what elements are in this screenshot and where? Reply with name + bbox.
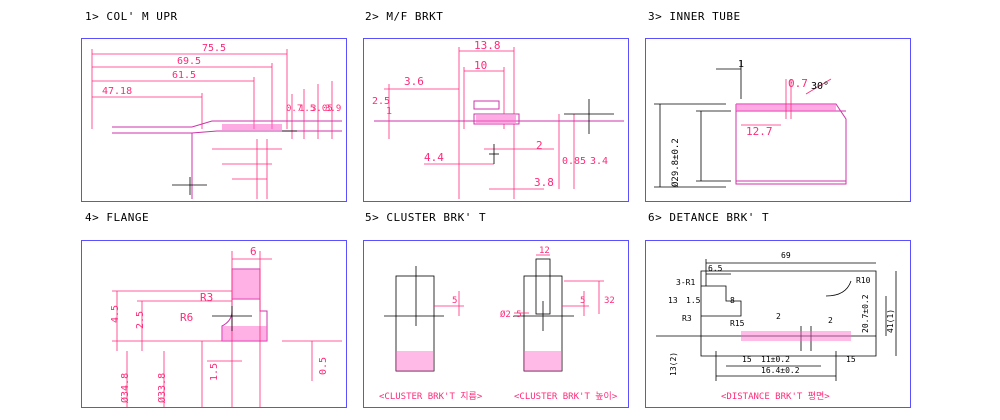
col-m-upr-drawing: 75.5 69.5 61.5 47.18 0.7 1.5 3.05 3.9 bbox=[91, 43, 342, 199]
dim-label: 3.9 bbox=[325, 104, 341, 114]
dim-label: 6.5 bbox=[708, 264, 723, 273]
dim-label: 3.05 bbox=[311, 104, 333, 114]
dim-label: R3 bbox=[200, 291, 213, 304]
drawing-panel-flange: 6 R3 R6 4.5 2.5 1.5 Ø34.8 Ø33.8 0.5 bbox=[81, 240, 347, 408]
dim-label: 69.5 bbox=[177, 56, 201, 67]
dim-label: 0.85 bbox=[562, 156, 586, 167]
dim-label: 13.8 bbox=[474, 39, 501, 52]
dim-label: 2 bbox=[828, 316, 833, 325]
dim-label: 20.7±0.2 bbox=[861, 294, 870, 333]
dim-label: Ø2.5 bbox=[500, 309, 522, 320]
dim-label: 0.7 bbox=[286, 104, 302, 114]
dim-label: 3.4 bbox=[590, 156, 608, 167]
dim-label: Ø34.8 bbox=[119, 373, 131, 403]
dim-label: 4.5 bbox=[110, 305, 121, 323]
dim-label: R15 bbox=[730, 319, 745, 328]
caption-cluster-diameter: <CLUSTER BRK'T 지름> bbox=[379, 391, 483, 402]
panel-title-col-m-upr: 1> COL' M UPR bbox=[85, 10, 178, 23]
dim-label: 1.5 bbox=[299, 104, 315, 114]
dim-label: 3-R1 bbox=[676, 278, 695, 287]
dim-label: 41(1) bbox=[886, 309, 895, 333]
dim-label: 3.8 bbox=[534, 176, 554, 189]
dim-label: 4.4 bbox=[424, 151, 444, 164]
panel-title-cluster-brkt: 5> CLUSTER BRK' T bbox=[365, 211, 487, 224]
dim-label: R3 bbox=[682, 314, 692, 323]
dim-label: 1 bbox=[738, 59, 744, 70]
panel-title-flange: 4> FLANGE bbox=[85, 211, 150, 224]
dim-label: R6 bbox=[180, 311, 193, 324]
cluster-brkt-drawing: 5 12 5 32 Ø2.5 <CLUSTER BRK'T 지름> <CLUST… bbox=[379, 246, 618, 402]
dim-label: 2 bbox=[776, 312, 781, 321]
dim-label: 0.5 bbox=[318, 357, 329, 375]
dim-label: 5 bbox=[580, 296, 585, 306]
dim-label: 13(2) bbox=[669, 352, 678, 376]
panel-title-mf-brkt: 2> M/F BRKT bbox=[365, 10, 444, 23]
dim-label: 11±0.2 bbox=[761, 355, 790, 364]
drawing-panel-col-m-upr: 75.5 69.5 61.5 47.18 0.7 1.5 3.05 3.9 bbox=[81, 38, 347, 202]
dim-label: 3.6 bbox=[404, 75, 424, 88]
dim-label: 30° bbox=[811, 81, 829, 92]
dim-label: 2.5 bbox=[372, 96, 390, 107]
panel-title-inner-tube: 3> INNER TUBE bbox=[648, 10, 741, 23]
dim-label: Ø33.8 bbox=[156, 373, 168, 403]
flange-drawing: 6 R3 R6 4.5 2.5 1.5 Ø34.8 Ø33.8 0.5 bbox=[110, 245, 342, 407]
detance-brkt-drawing: 69 6.5 R10 3-R1 13 1.5 8 R3 R15 2 20.7±0… bbox=[656, 251, 897, 402]
inner-tube-drawing: 0.7 12.7 1 30° Ø29.8±0.2 bbox=[654, 59, 847, 188]
dim-label: 1.5 bbox=[686, 296, 701, 305]
dim-label: 32 bbox=[604, 296, 615, 306]
panel-title-detance-brkt: 6> DETANCE BRK' T bbox=[648, 211, 770, 224]
dim-label: 12.7 bbox=[746, 125, 773, 138]
dim-label: 0.7 bbox=[788, 77, 808, 90]
dim-label: 6 bbox=[250, 245, 257, 258]
drawing-panel-mf-brkt: 13.8 10 3.6 2.5 1 4.4 2 0.85 3.4 3.8 bbox=[363, 38, 629, 202]
dim-label: 12 bbox=[539, 246, 550, 256]
dim-label: 5 bbox=[452, 296, 457, 306]
drawing-panel-detance-brkt: 69 6.5 R10 3-R1 13 1.5 8 R3 R15 2 20.7±0… bbox=[645, 240, 911, 408]
dim-label: 16.4±0.2 bbox=[761, 366, 800, 375]
dim-label: 1 bbox=[386, 106, 392, 117]
dim-label: 69 bbox=[781, 251, 791, 260]
dim-label: 15 bbox=[742, 355, 752, 364]
caption-distance-plan: <DISTANCE BRK'T 평면> bbox=[721, 391, 830, 402]
dim-label: 61.5 bbox=[172, 70, 196, 81]
dim-label: 13 bbox=[668, 296, 678, 305]
drawing-panel-cluster-brkt: 5 12 5 32 Ø2.5 <CLUSTER BRK'T 지름> <CLUST… bbox=[363, 240, 629, 408]
mf-brkt-drawing: 13.8 10 3.6 2.5 1 4.4 2 0.85 3.4 3.8 bbox=[372, 39, 624, 199]
dim-label: 75.5 bbox=[202, 43, 226, 54]
dim-label: 8 bbox=[730, 296, 735, 305]
dim-label: 47.18 bbox=[102, 86, 132, 97]
dim-label: 15 bbox=[846, 355, 856, 364]
caption-cluster-height: <CLUSTER BRK'T 높이> bbox=[514, 391, 618, 402]
dim-label: R10 bbox=[856, 276, 871, 285]
drawing-panel-inner-tube: 0.7 12.7 1 30° Ø29.8±0.2 bbox=[645, 38, 911, 202]
dim-label: 2.5 bbox=[135, 311, 146, 329]
dim-label: 2 bbox=[536, 139, 543, 152]
dim-label: 10 bbox=[474, 59, 487, 72]
dim-label: 1.5 bbox=[209, 363, 220, 381]
dim-label: Ø29.8±0.2 bbox=[670, 138, 681, 187]
